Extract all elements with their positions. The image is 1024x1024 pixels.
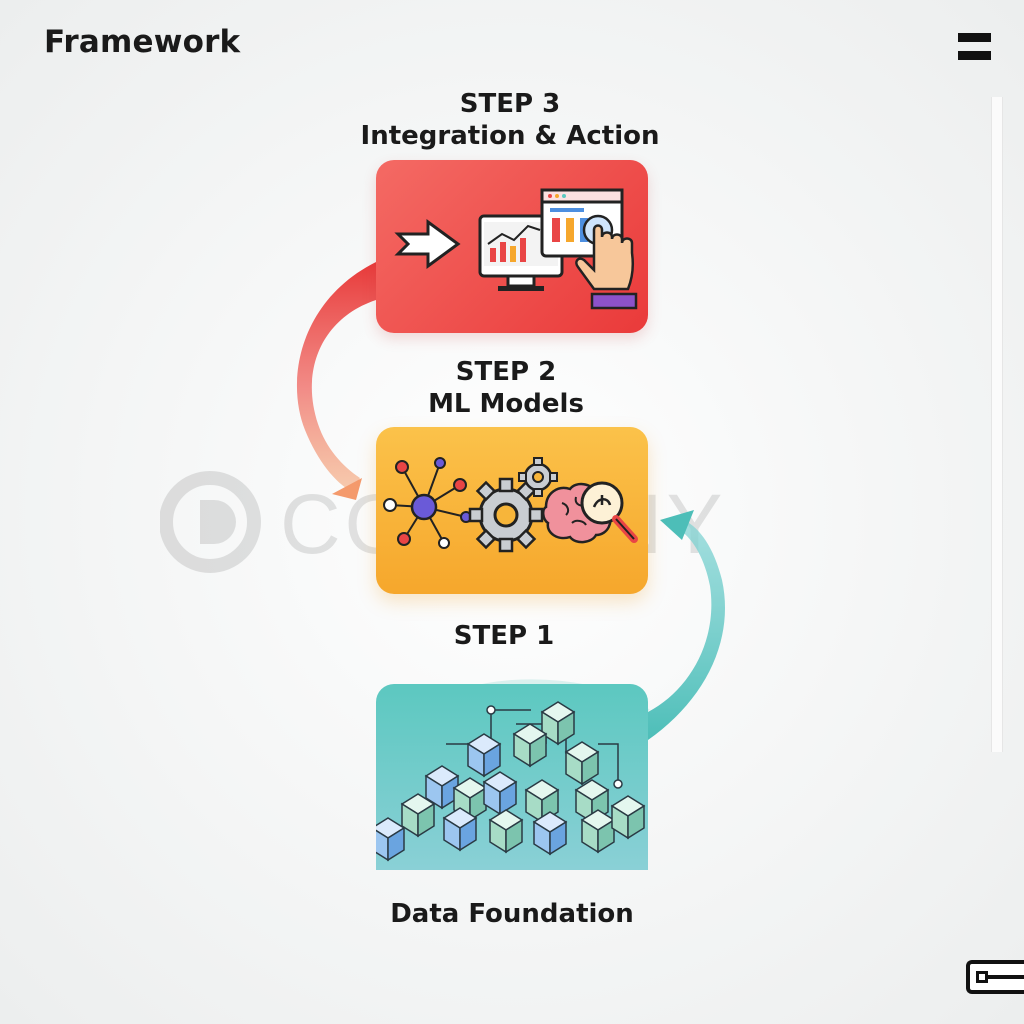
- step3-number: STEP 3: [459, 89, 561, 119]
- menu-icon[interactable]: [958, 33, 991, 61]
- step1-card: [376, 684, 648, 870]
- network-gears-brain-icon: [383, 457, 638, 553]
- step2-heading: STEP 2 ML Models: [326, 356, 686, 420]
- step2-number: STEP 2: [455, 357, 557, 387]
- toggle-control-icon[interactable]: [966, 960, 1024, 994]
- scrollbar[interactable]: [991, 97, 1003, 752]
- page-title: Framework: [44, 24, 241, 60]
- step2-arrowhead-icon: [332, 478, 362, 500]
- step1-number: STEP 1: [453, 621, 555, 651]
- step1-heading: STEP 1: [324, 620, 684, 652]
- watermark-logo-icon: [159, 471, 261, 573]
- step2-card: [376, 427, 648, 594]
- step1-title: Data Foundation: [390, 899, 634, 929]
- step1-arrowhead-icon: [660, 510, 694, 540]
- data-cubes-icon: [376, 701, 645, 861]
- step3-heading: STEP 3 Integration & Action: [330, 88, 690, 152]
- step2-title: ML Models: [428, 389, 584, 419]
- dashboard-touch-icon: [394, 188, 638, 310]
- step3-card: [376, 160, 648, 333]
- step3-title: Integration & Action: [360, 121, 660, 151]
